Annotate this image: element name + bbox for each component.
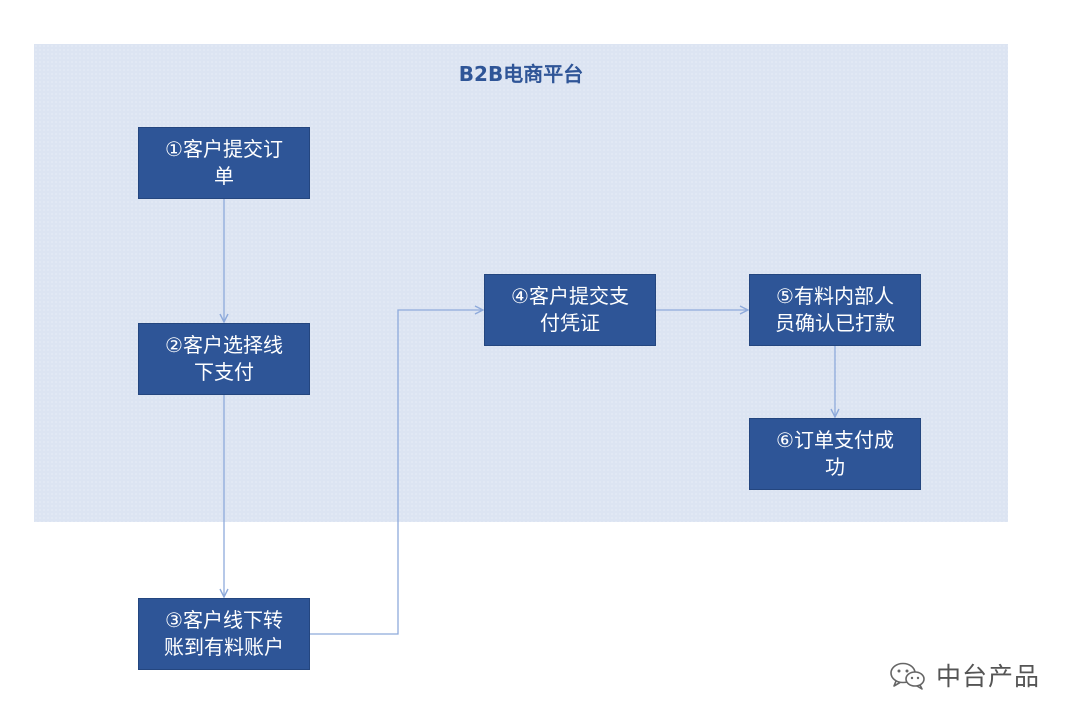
step-2-label: ②客户选择线 下支付 xyxy=(165,333,283,384)
step-1-node: ①客户提交订 单 xyxy=(138,127,310,199)
step-6-label: ⑥订单支付成 功 xyxy=(776,428,894,479)
connector-3-4 xyxy=(310,310,482,635)
watermark-text: 中台产品 xyxy=(936,662,1041,691)
step-3-label: ③客户线下转 账到有料账户 xyxy=(164,608,284,659)
step-4-label: ④客户提交支 付凭证 xyxy=(511,284,629,335)
step-1-label: ①客户提交订 单 xyxy=(165,137,283,188)
step-3-node: ③客户线下转 账到有料账户 xyxy=(138,598,310,670)
step-4-node: ④客户提交支 付凭证 xyxy=(484,274,656,346)
step-6-node: ⑥订单支付成 功 xyxy=(749,418,921,490)
step-5-label: ⑤有料内部人 员确认已打款 xyxy=(775,284,895,335)
step-2-node: ②客户选择线 下支付 xyxy=(138,323,310,395)
platform-title: B2B电商平台 xyxy=(458,62,584,86)
watermark: 中台产品 xyxy=(888,657,1040,693)
wechat-icon xyxy=(890,662,925,690)
step-5-node: ⑤有料内部人 员确认已打款 xyxy=(749,274,921,346)
